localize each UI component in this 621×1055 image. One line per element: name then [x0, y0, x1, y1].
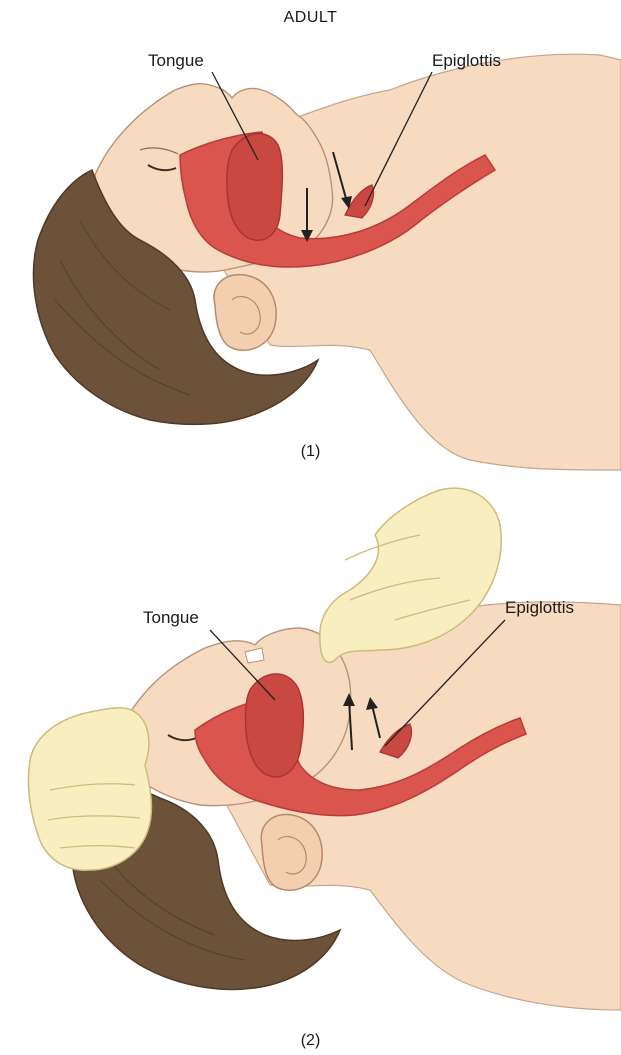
panel-1-tongue-shape [227, 134, 283, 241]
panel-1-caption: (1) [0, 444, 621, 460]
panel-2-tongue-shape [245, 674, 303, 777]
panel-1-epiglottis-label: Epiglottis [432, 52, 501, 69]
page-title: ADULT [0, 10, 621, 26]
panel-2-tongue-label: Tongue [143, 609, 199, 626]
panel-2-ear [261, 815, 322, 891]
panel-2-epiglottis-label: Epiglottis [505, 599, 574, 616]
panel-1-tongue-label: Tongue [148, 52, 204, 69]
panel-1-ear [214, 275, 276, 351]
panel-2-illustration [28, 488, 621, 1010]
panel-1-illustration [33, 54, 621, 470]
panel-2-caption: (2) [0, 1033, 621, 1049]
